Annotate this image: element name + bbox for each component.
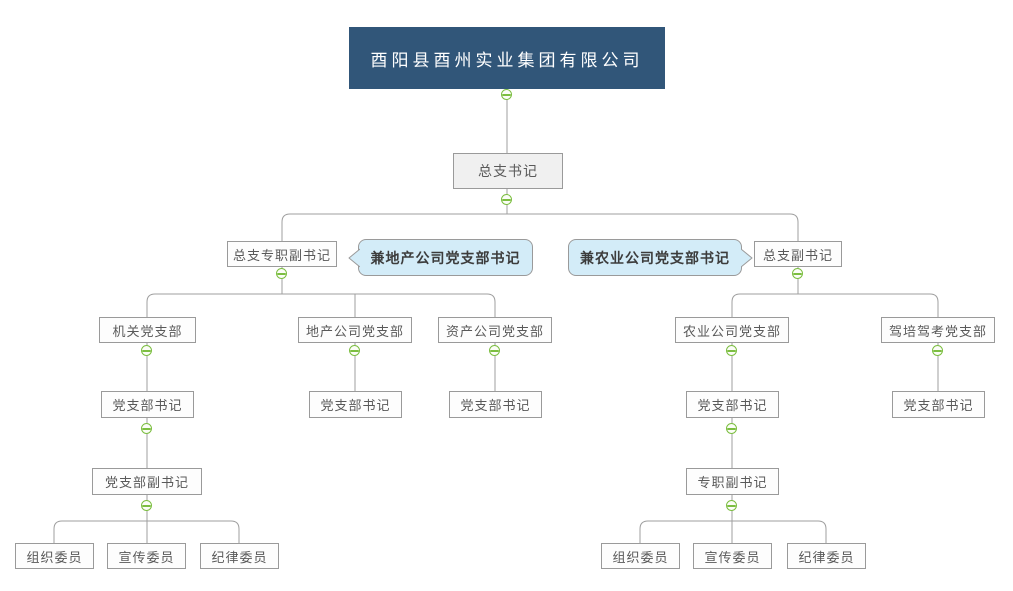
node-jiguan-organization-member[interactable]: 组织委员 — [15, 543, 94, 569]
minus-icon — [490, 349, 499, 352]
node-secretary-dichan[interactable]: 党支部书记 — [309, 391, 402, 418]
node-nongye-fulltime-deputy[interactable]: 专职副书记 — [686, 468, 779, 495]
minus-icon — [502, 198, 511, 201]
callout-left-concurrent-post[interactable]: 兼地产公司党支部书记 — [358, 239, 533, 276]
node-company-root[interactable]: 酉阳县酉州实业集团有限公司 — [349, 27, 665, 89]
collapse-toggle-nongye-deputy[interactable] — [726, 500, 737, 511]
node-general-secretary[interactable]: 总支书记 — [453, 153, 563, 189]
node-secretary-nongye[interactable]: 党支部书记 — [686, 391, 779, 418]
node-branch-dichan[interactable]: 地产公司党支部 — [298, 317, 412, 343]
minus-icon — [793, 272, 802, 275]
minus-icon — [277, 272, 286, 275]
collapse-toggle-jiguan-deputy[interactable] — [141, 500, 152, 511]
node-secretary-jiapei[interactable]: 党支部书记 — [892, 391, 985, 418]
collapse-toggle-branch-jiguan[interactable] — [141, 345, 152, 356]
collapse-toggle-branch-dichan[interactable] — [349, 345, 360, 356]
minus-icon — [727, 427, 736, 430]
node-secretary-jiguan[interactable]: 党支部书记 — [101, 391, 194, 418]
minus-icon — [350, 349, 359, 352]
node-branch-jiguan[interactable]: 机关党支部 — [99, 317, 196, 343]
connector-l1-split — [281, 189, 799, 241]
connector-right-deputy-split — [731, 267, 939, 317]
callout-left-tail-icon — [348, 248, 360, 268]
minus-icon — [727, 349, 736, 352]
minus-icon — [142, 349, 151, 352]
minus-icon — [142, 427, 151, 430]
node-nongye-discipline-member[interactable]: 纪律委员 — [787, 543, 866, 569]
node-fulltime-deputy-secretary[interactable]: 总支专职副书记 — [227, 241, 337, 267]
collapse-toggle-deputy[interactable] — [792, 268, 803, 279]
minus-icon — [727, 504, 736, 507]
node-jiguan-discipline-member[interactable]: 纪律委员 — [200, 543, 279, 569]
node-deputy-secretary[interactable]: 总支副书记 — [754, 241, 842, 267]
node-nongye-organization-member[interactable]: 组织委员 — [601, 543, 680, 569]
callout-right-concurrent-post[interactable]: 兼农业公司党支部书记 — [568, 239, 742, 276]
connector-branches-to-secretaries — [146, 343, 939, 391]
node-jiguan-deputy-secretary[interactable]: 党支部副书记 — [92, 468, 202, 495]
node-nongye-publicity-member[interactable]: 宣传委员 — [693, 543, 772, 569]
node-branch-nongye[interactable]: 农业公司党支部 — [675, 317, 789, 343]
minus-icon — [502, 93, 511, 96]
collapse-toggle-fulltime-deputy[interactable] — [276, 268, 287, 279]
collapse-toggle-branch-zichan[interactable] — [489, 345, 500, 356]
node-branch-zichan[interactable]: 资产公司党支部 — [438, 317, 552, 343]
minus-icon — [142, 504, 151, 507]
collapse-toggle-branch-jiapei[interactable] — [932, 345, 943, 356]
minus-icon — [933, 349, 942, 352]
node-secretary-zichan[interactable]: 党支部书记 — [449, 391, 542, 418]
collapse-toggle-general-secretary[interactable] — [501, 194, 512, 205]
collapse-toggle-secretary-jiguan[interactable] — [141, 423, 152, 434]
callout-right-tail-icon — [741, 248, 753, 268]
collapse-toggle-root[interactable] — [501, 89, 512, 100]
connector-secretaries-to-deputies — [146, 418, 733, 468]
node-jiguan-publicity-member[interactable]: 宣传委员 — [107, 543, 186, 569]
collapse-toggle-secretary-nongye[interactable] — [726, 423, 737, 434]
node-branch-jiapei[interactable]: 驾培驾考党支部 — [881, 317, 995, 343]
collapse-toggle-branch-nongye[interactable] — [726, 345, 737, 356]
